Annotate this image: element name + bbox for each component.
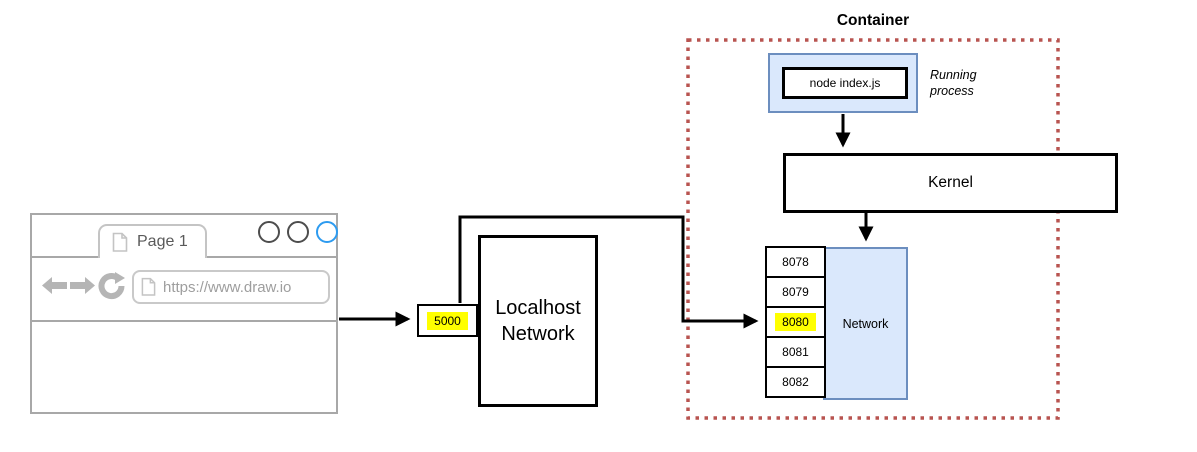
process-box-inner[interactable]: node index.js: [782, 67, 908, 99]
port-5000-box[interactable]: 5000: [417, 304, 478, 337]
port-label: 8078: [782, 255, 809, 269]
port-row-8079[interactable]: 8079: [765, 276, 826, 308]
browser-tab[interactable]: Page 1: [98, 224, 207, 258]
window-control-circle-1[interactable]: [258, 221, 280, 243]
forward-icon[interactable]: [70, 277, 95, 294]
url-bar[interactable]: https://www.draw.io: [132, 270, 330, 304]
port-row-8080[interactable]: 8080: [765, 306, 826, 338]
localhost-network-label: Localhost Network: [495, 297, 581, 345]
port-label-highlighted: 8080: [775, 313, 816, 331]
network-label: Network: [842, 316, 889, 331]
tab-label: Page 1: [137, 233, 188, 250]
port-row-8081[interactable]: 8081: [765, 336, 826, 368]
window-control-circle-2[interactable]: [287, 221, 309, 243]
running-process-note: Running process: [930, 68, 977, 99]
page-icon: [112, 232, 128, 252]
browser-window-shape[interactable]: Page 1 https://www.draw.io: [30, 213, 338, 414]
kernel-label: Kernel: [928, 174, 973, 191]
url-text: https://www.draw.io: [163, 278, 292, 296]
port-5000-label: 5000: [427, 311, 468, 330]
refresh-icon[interactable]: [98, 272, 125, 300]
port-label: 8081: [782, 345, 809, 359]
ports-stack: 8078 8079 8080 8081 8082: [765, 246, 826, 398]
localhost-network-box[interactable]: Localhost Network: [478, 235, 598, 407]
kernel-box[interactable]: Kernel: [783, 153, 1118, 213]
process-box-label: node index.js: [809, 76, 881, 90]
port-label: 8082: [782, 375, 809, 389]
port-row-8078[interactable]: 8078: [765, 246, 826, 278]
port-label: 8079: [782, 285, 809, 299]
url-page-icon: [141, 277, 156, 296]
window-control-circle-active[interactable]: [316, 221, 338, 243]
network-box[interactable]: Network: [823, 247, 908, 400]
port-row-8082[interactable]: 8082: [765, 366, 826, 398]
toolbar-divider: [32, 320, 336, 322]
back-icon[interactable]: [42, 277, 67, 294]
container-title: Container: [836, 12, 910, 29]
